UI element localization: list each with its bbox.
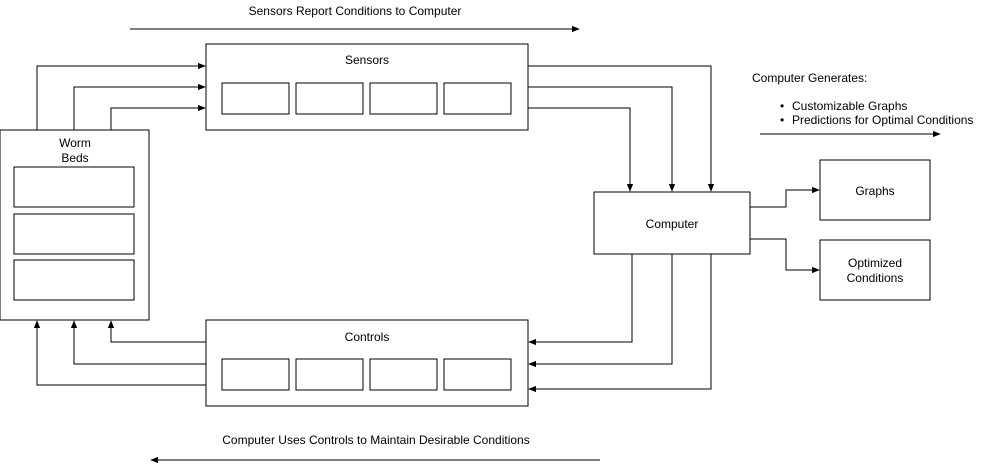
sensor-to-computer-arrow: [528, 107, 634, 192]
computer-to-control-arrow: [528, 254, 673, 368]
sensor-slot: [295, 82, 364, 115]
sensor-to-computer-arrow: [528, 65, 715, 192]
controls-box: Controls: [205, 319, 529, 407]
sensor-to-computer-arrow: [528, 86, 676, 192]
worm-beds-box: Worm Beds: [0, 129, 150, 321]
optimized-title-line2: Conditions: [847, 271, 904, 285]
sensors-title: Sensors: [345, 53, 389, 67]
controls-title: Controls: [345, 330, 390, 344]
worm-bed-slot: [13, 259, 135, 301]
control-slot: [221, 358, 290, 391]
worm-bed-slot: [13, 166, 135, 208]
computer-to-control-arrow: [528, 254, 633, 346]
computer-to-optimized-arrow: [750, 238, 820, 274]
worm-bed-slot: [13, 213, 135, 255]
control-to-bed-arrow: [70, 320, 206, 365]
generates-item: Customizable Graphs: [792, 99, 907, 113]
bottom-caption: Computer Uses Controls to Maintain Desir…: [222, 433, 529, 447]
bed-to-sensor-arrow: [36, 62, 206, 130]
generates-item: Predictions for Optimal Conditions: [792, 113, 973, 127]
top-caption: Sensors Report Conditions to Computer: [249, 4, 462, 18]
generates-heading: Computer Generates:: [752, 71, 867, 85]
control-to-bed-arrow: [33, 320, 206, 386]
sensor-slot: [369, 82, 438, 115]
worm-beds-title-line1: Worm: [59, 136, 91, 150]
bed-to-sensor-arrow: [110, 104, 206, 130]
control-slot: [369, 358, 438, 391]
computer-title: Computer: [646, 217, 699, 231]
computer-to-control-arrow: [528, 254, 712, 393]
optimized-conditions-box: Optimized Conditions: [819, 239, 931, 301]
graphs-title: Graphs: [855, 184, 894, 198]
computer-box: Computer: [593, 191, 751, 255]
bed-to-sensor-arrow: [73, 83, 206, 130]
control-to-bed-arrow: [107, 320, 206, 343]
graphs-box: Graphs: [819, 159, 931, 221]
computer-to-graphs-arrow: [750, 186, 820, 208]
worm-beds-title-line2: Beds: [61, 151, 88, 165]
optimized-title-line1: Optimized: [848, 256, 902, 270]
sensors-box: Sensors: [205, 43, 529, 131]
sensor-slot: [443, 82, 512, 115]
control-slot: [443, 358, 512, 391]
sensor-slot: [221, 82, 290, 115]
bullet-icon: •: [780, 99, 784, 113]
bullet-icon: •: [780, 113, 784, 127]
control-slot: [295, 358, 364, 391]
